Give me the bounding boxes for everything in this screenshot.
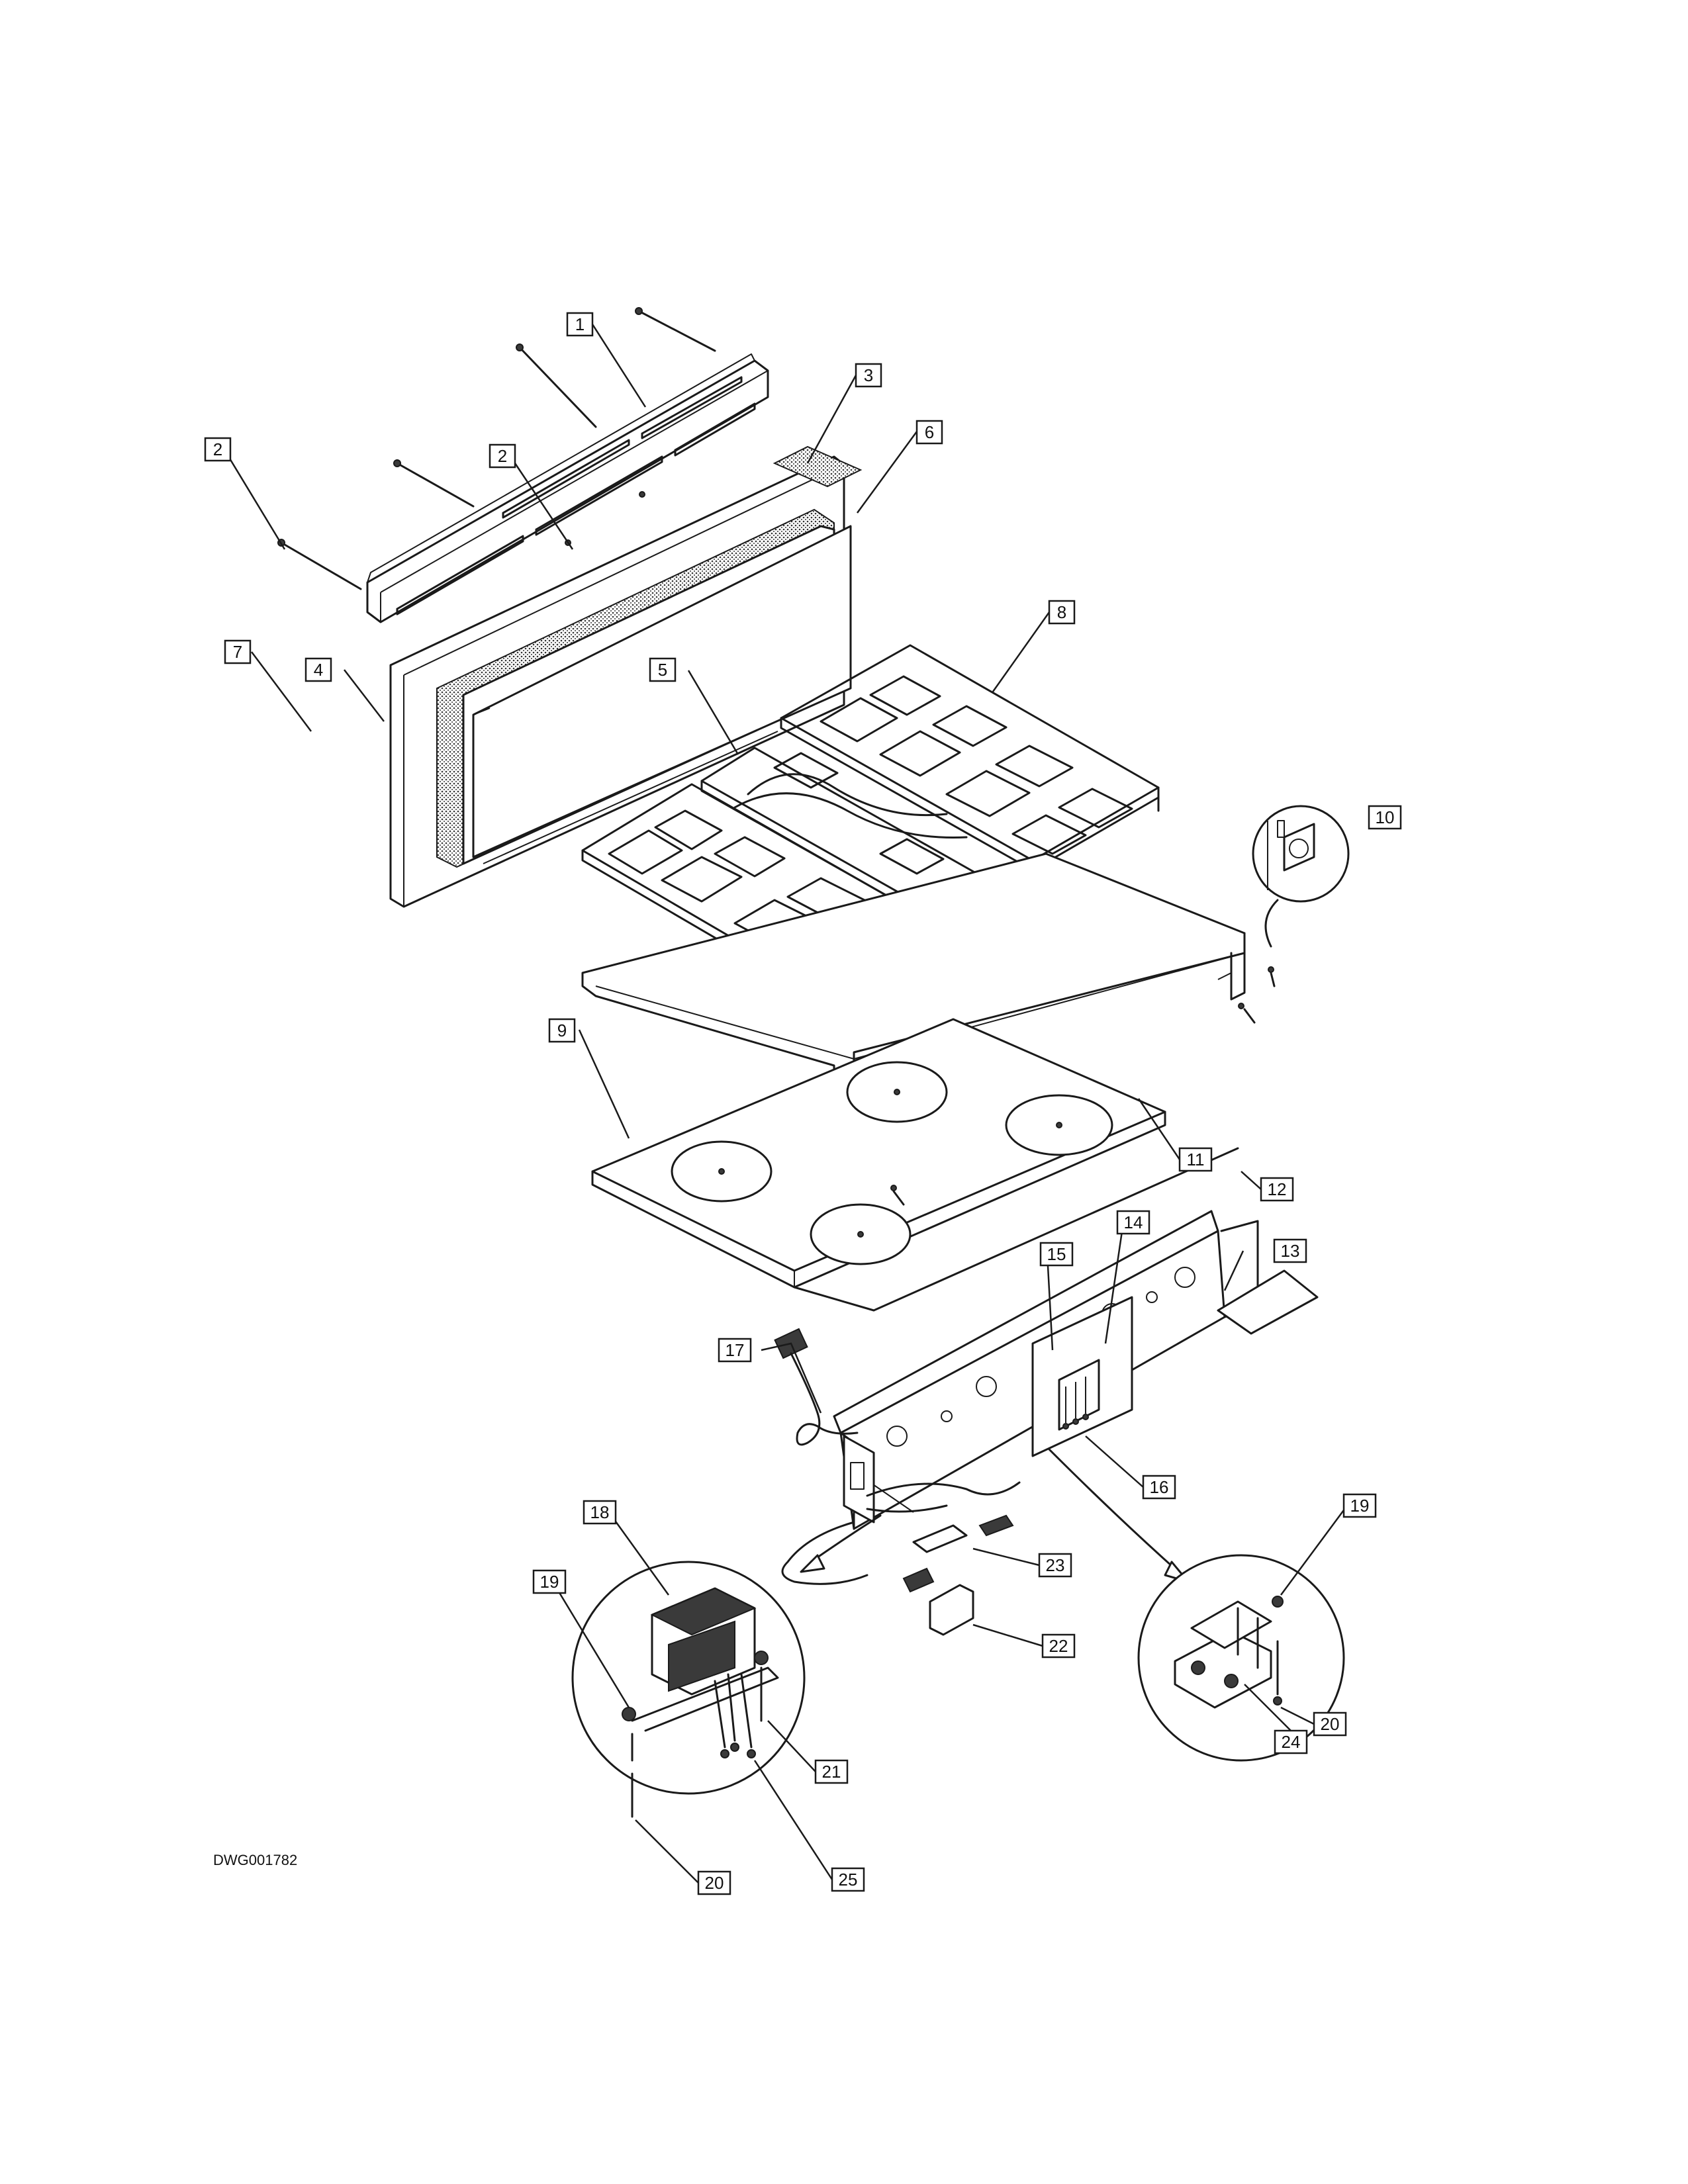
svg-text:3: 3 bbox=[864, 365, 873, 385]
svg-text:13: 13 bbox=[1281, 1241, 1300, 1261]
callout-18: 18 bbox=[583, 1500, 617, 1525]
terminal-block-detail-circle bbox=[1137, 1554, 1345, 1762]
side-bracket bbox=[843, 1435, 875, 1524]
svg-text:24: 24 bbox=[1282, 1732, 1301, 1752]
power-cord bbox=[774, 1328, 859, 1446]
callout-20a: 20 bbox=[697, 1870, 731, 1895]
leader-lines bbox=[222, 324, 1348, 1884]
callout-9: 9 bbox=[548, 1018, 576, 1043]
callout-25: 25 bbox=[831, 1867, 865, 1892]
callout-14: 14 bbox=[1116, 1210, 1150, 1235]
callout-19a: 19 bbox=[532, 1569, 567, 1594]
callout-3: 3 bbox=[855, 363, 882, 388]
callout-22: 22 bbox=[1041, 1633, 1076, 1659]
svg-text:22: 22 bbox=[1049, 1636, 1068, 1656]
svg-text:10: 10 bbox=[1376, 807, 1395, 827]
callout-8: 8 bbox=[1048, 600, 1076, 625]
svg-text:12: 12 bbox=[1268, 1179, 1287, 1199]
callout-10: 10 bbox=[1368, 805, 1402, 830]
svg-text:25: 25 bbox=[839, 1870, 858, 1889]
small-screws bbox=[890, 966, 1276, 1206]
svg-text:4: 4 bbox=[314, 660, 323, 680]
wire-harness bbox=[781, 1481, 1021, 1636]
callout-5: 5 bbox=[649, 657, 677, 682]
svg-text:5: 5 bbox=[658, 660, 667, 680]
svg-text:9: 9 bbox=[557, 1021, 567, 1040]
callout-17: 17 bbox=[718, 1338, 752, 1363]
svg-text:14: 14 bbox=[1124, 1212, 1143, 1232]
spark-module-board bbox=[1031, 1296, 1133, 1457]
callout-19b: 19 bbox=[1342, 1493, 1377, 1518]
svg-text:15: 15 bbox=[1047, 1244, 1066, 1264]
callout-2a: 2 bbox=[204, 437, 232, 462]
callout-16: 16 bbox=[1142, 1475, 1176, 1500]
callout-1: 1 bbox=[566, 312, 594, 337]
svg-text:21: 21 bbox=[822, 1762, 841, 1782]
callout-11: 11 bbox=[1178, 1147, 1213, 1172]
callout-21: 21 bbox=[814, 1759, 849, 1784]
backguard-trim bbox=[366, 353, 769, 623]
svg-text:2: 2 bbox=[498, 446, 507, 466]
callout-13: 13 bbox=[1273, 1238, 1307, 1263]
svg-text:7: 7 bbox=[233, 642, 242, 662]
callout-6: 6 bbox=[915, 420, 943, 445]
svg-text:17: 17 bbox=[726, 1340, 745, 1360]
svg-text:23: 23 bbox=[1046, 1555, 1065, 1575]
svg-text:20: 20 bbox=[705, 1873, 724, 1893]
transformer-detail-circle bbox=[571, 1561, 806, 1818]
svg-text:19: 19 bbox=[1350, 1496, 1370, 1516]
svg-text:6: 6 bbox=[925, 422, 934, 442]
callout-12: 12 bbox=[1260, 1177, 1294, 1202]
callout-2b: 2 bbox=[489, 443, 516, 469]
drawing-number: DWG001782 bbox=[213, 1852, 297, 1868]
svg-text:8: 8 bbox=[1057, 602, 1066, 622]
callout-23: 23 bbox=[1038, 1553, 1072, 1578]
svg-text:19: 19 bbox=[540, 1572, 559, 1592]
back-panel-cover bbox=[472, 445, 863, 864]
detail-arrow-left bbox=[800, 1514, 882, 1573]
callout-7: 7 bbox=[224, 639, 252, 664]
svg-text:1: 1 bbox=[575, 314, 585, 334]
svg-text:2: 2 bbox=[213, 439, 222, 459]
callout-4: 4 bbox=[305, 657, 332, 682]
svg-text:16: 16 bbox=[1150, 1477, 1169, 1497]
svg-text:20: 20 bbox=[1321, 1714, 1340, 1734]
svg-text:18: 18 bbox=[590, 1502, 610, 1522]
svg-text:11: 11 bbox=[1187, 1150, 1205, 1169]
callout-24: 24 bbox=[1274, 1729, 1308, 1754]
callout-20b: 20 bbox=[1313, 1711, 1347, 1737]
trim-screws bbox=[277, 307, 716, 590]
callout-15: 15 bbox=[1039, 1242, 1074, 1267]
valve-detail-circle bbox=[1252, 805, 1350, 948]
cooktop-pan bbox=[591, 1018, 1239, 1312]
